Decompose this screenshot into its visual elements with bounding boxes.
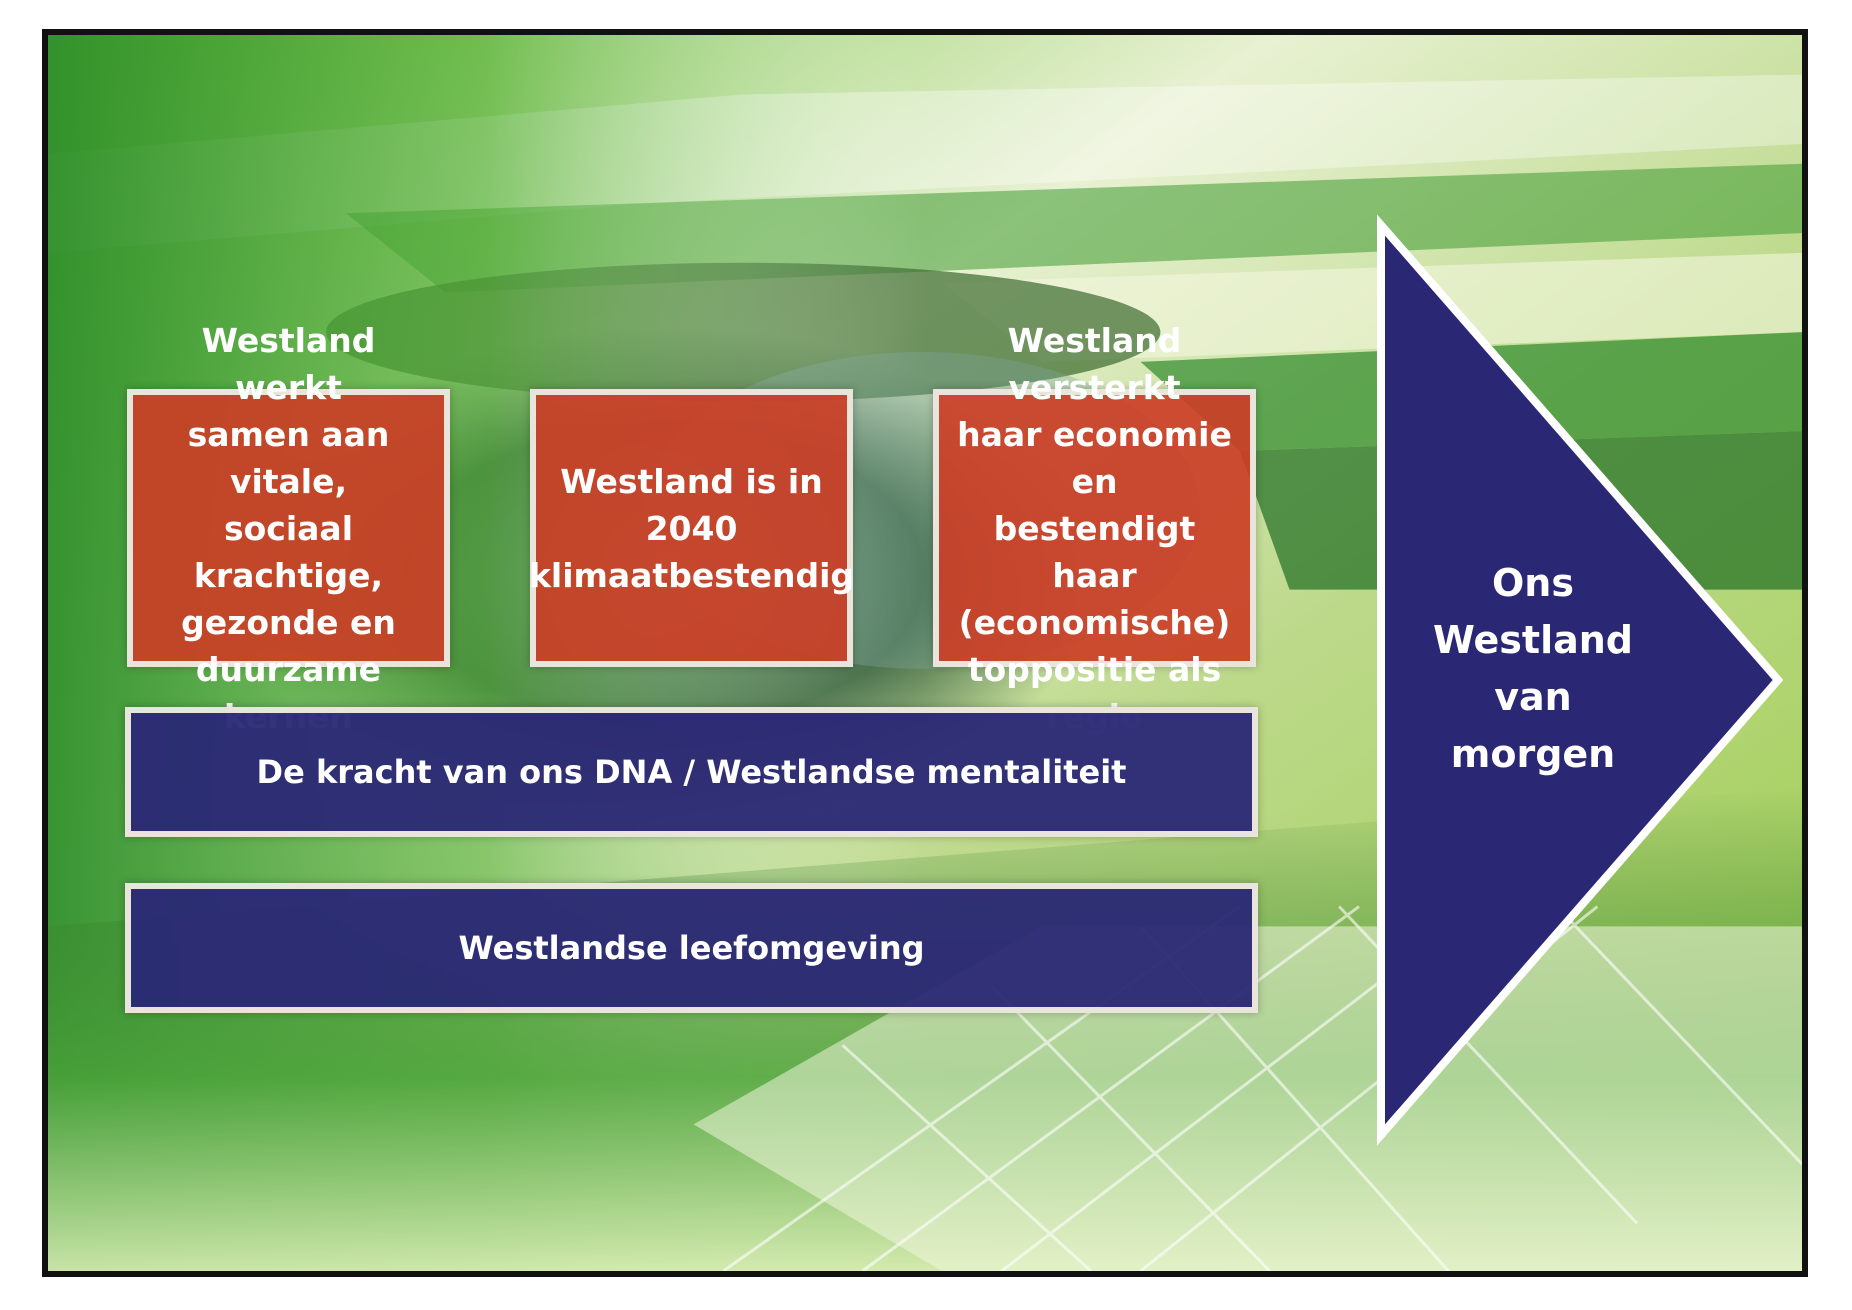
goal-label: Ons Westland van morgen [1408, 555, 1658, 783]
foundation-dna-mentality: De kracht van ons DNA / Westlandse menta… [125, 707, 1258, 837]
pillar-vital-communities-text: Westland werkt samen aan vitale, sociaal… [143, 317, 434, 740]
pillar-climate-proof: Westland is in 2040 klimaatbestendig [530, 389, 853, 667]
pillar-vital-communities: Westland werkt samen aan vitale, sociaal… [127, 389, 450, 667]
foundation-dna-mentality-text: De kracht van ons DNA / Westlandse menta… [257, 753, 1127, 791]
pillar-climate-proof-text: Westland is in 2040 klimaatbestendig [529, 458, 854, 599]
pillar-economy: Westland versterkt haar economie en best… [933, 389, 1256, 667]
pillar-economy-text: Westland versterkt haar economie en best… [949, 317, 1240, 740]
foundation-living-environment-text: Westlandse leefomgeving [458, 929, 924, 967]
foundation-living-environment: Westlandse leefomgeving [125, 883, 1258, 1013]
diagram-frame: Ons Westland van morgen Westland werkt s… [42, 29, 1808, 1277]
